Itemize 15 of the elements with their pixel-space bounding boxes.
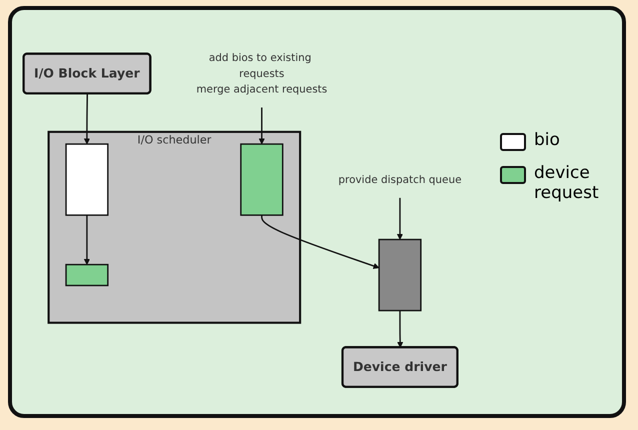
arrow: [84, 214, 90, 265]
cluster: I/O scheduler: [48, 130, 302, 324]
arrow: [261, 214, 380, 269]
arrow: [396, 198, 404, 240]
legend-label: bio: [534, 130, 560, 150]
legend-label: device request: [534, 163, 600, 203]
node-bar: [240, 143, 284, 216]
arrow: [397, 310, 404, 348]
node-text: provide dispatch queue: [338, 172, 462, 186]
arrow: [84, 94, 90, 144]
arrow: [258, 107, 265, 144]
node-bar: [378, 238, 422, 312]
node-box: [65, 264, 109, 286]
node-bar: [65, 143, 109, 216]
node-text: add bios to existing requests merge adjacent requests: [196, 51, 328, 96]
